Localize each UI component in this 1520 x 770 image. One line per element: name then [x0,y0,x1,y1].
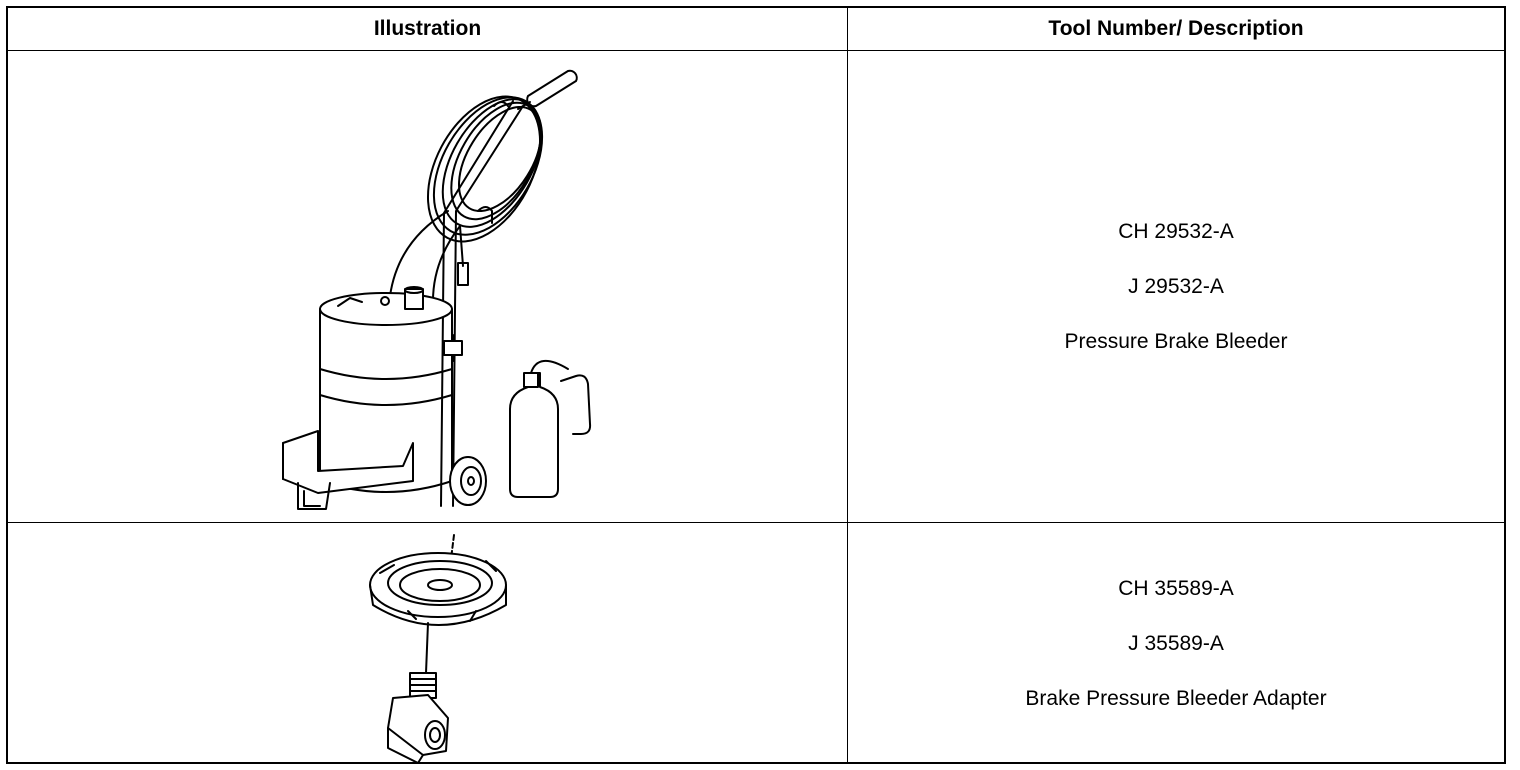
row-2-j-number: J 35589-A [1128,632,1224,655]
header-tool-number: Tool Number/ Description [1048,17,1304,40]
row-1-j-number: J 29532-A [1128,275,1224,298]
column-divider [847,8,848,762]
row-2-illustration-cell [8,523,847,764]
row-2-tool-name: Brake Pressure Bleeder Adapter [1025,687,1327,710]
row-1-illustration-cell [8,51,847,522]
pressure-brake-bleeder-illustration [8,51,847,522]
row-1-description-cell: CH 29532-A J 29532-A Pressure Brake Blee… [848,51,1504,522]
bleeder-adapter-illustration [8,523,847,764]
row-1-ch-number: CH 29532-A [1118,220,1234,243]
header-divider [8,50,1504,51]
tool-table: Illustration Tool Number/ Description [6,6,1506,764]
header-illustration: Illustration [373,17,482,40]
row-2-ch-number: CH 35589-A [1118,577,1234,600]
row-1-tool-name: Pressure Brake Bleeder [1064,330,1288,353]
row-2-description-cell: CH 35589-A J 35589-A Brake Pressure Blee… [848,523,1504,764]
row-divider [8,522,1504,523]
